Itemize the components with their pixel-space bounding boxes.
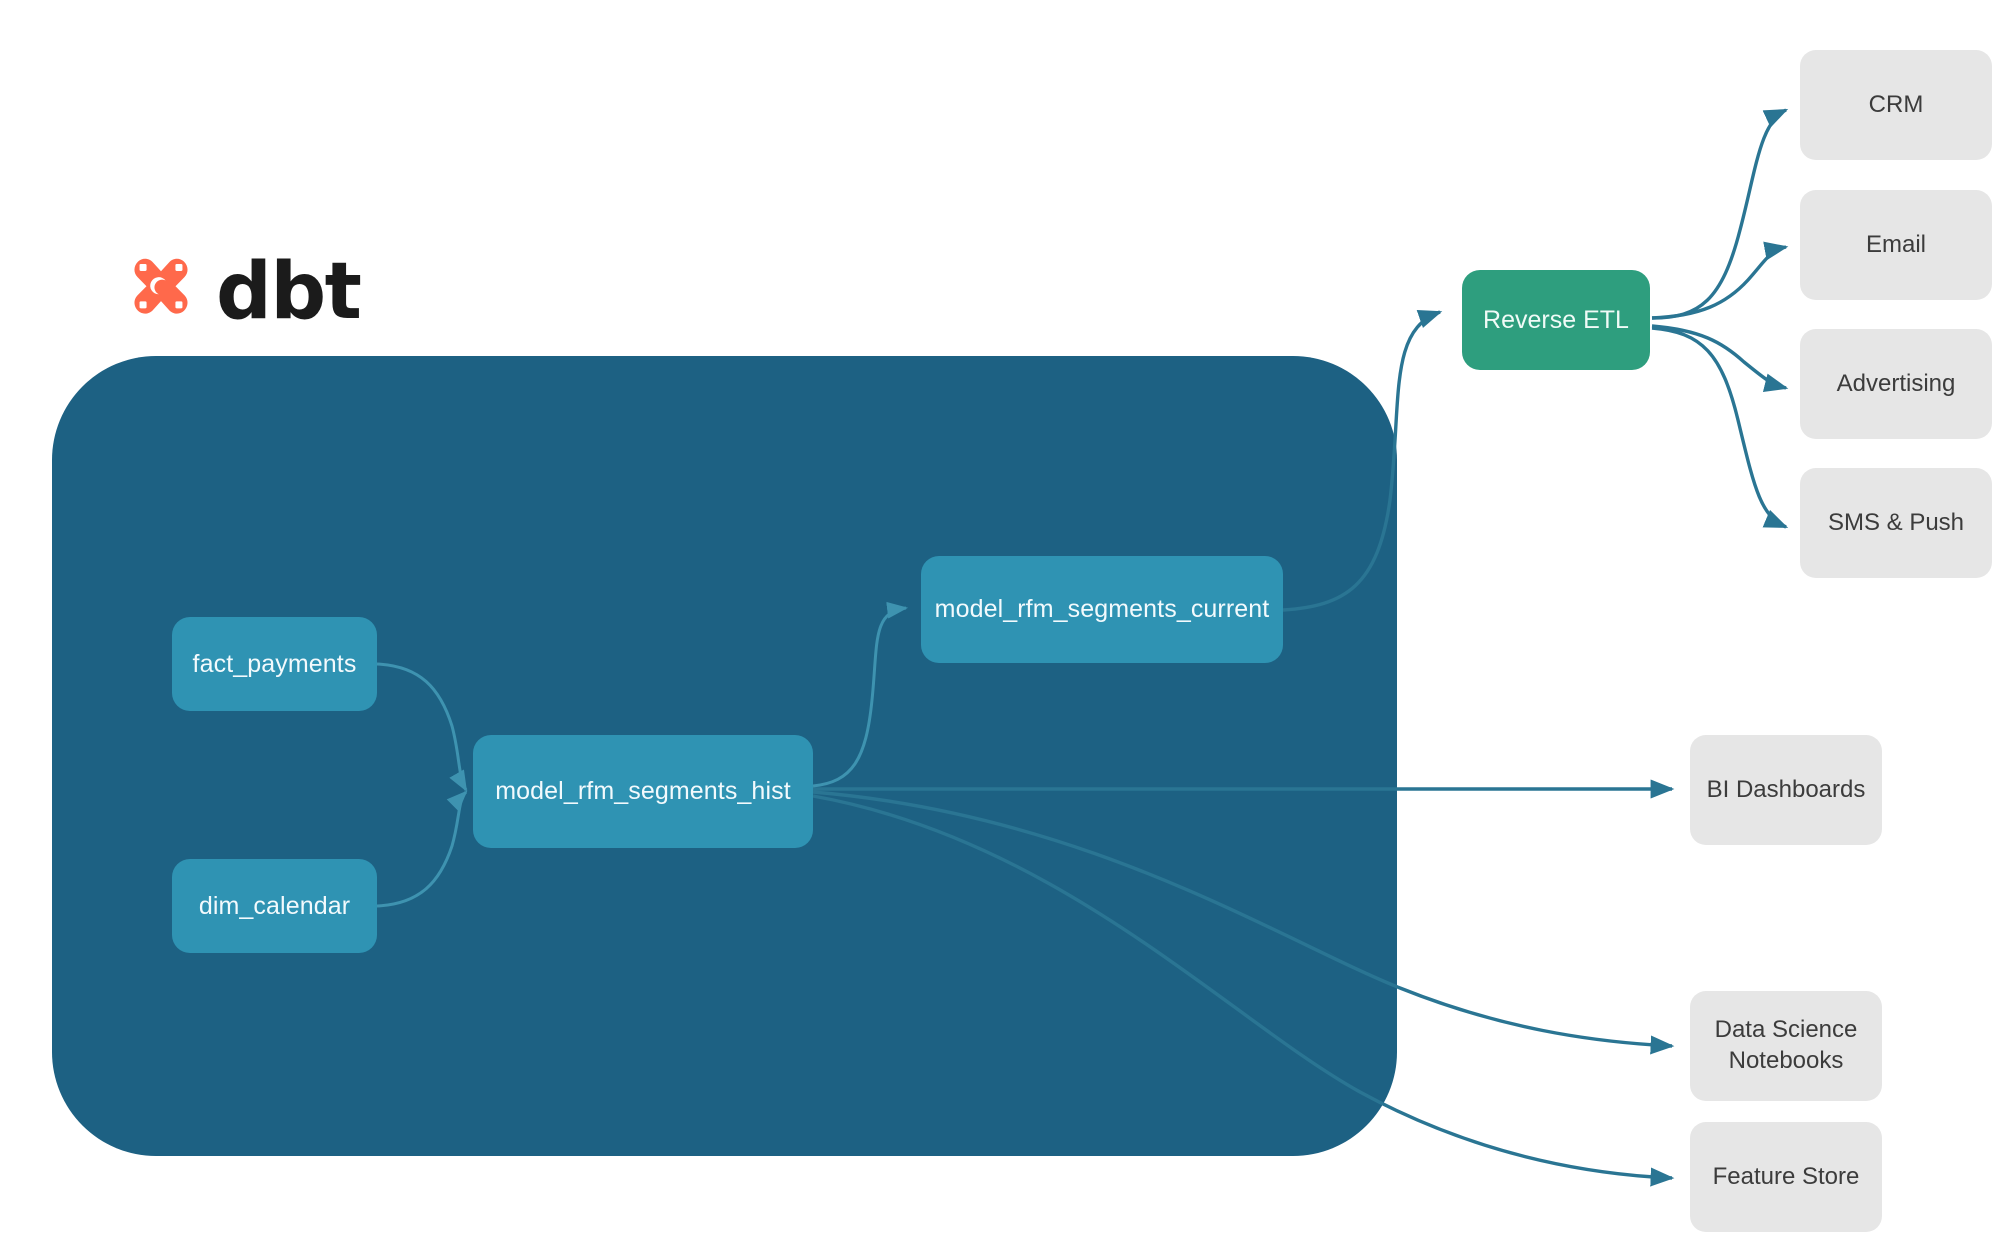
node-dim-calendar[interactable] (172, 859, 377, 953)
node-reverse-etl[interactable] (1462, 270, 1650, 370)
node-model-rfm-segments-hist[interactable] (473, 735, 813, 848)
node-model-rfm-segments-current[interactable] (921, 556, 1283, 663)
dbt-wordmark: dbt (216, 247, 362, 337)
node-fact-payments[interactable] (172, 617, 377, 711)
node-feature-store[interactable] (1690, 1122, 1882, 1232)
node-label-line: Notebooks (1728, 1047, 1844, 1074)
edge-reverse-etl-to-sms-and-push (1651, 326, 1789, 529)
node-label-advertising: Advertising (1836, 369, 1956, 397)
edge-reverse-etl-to-email (1651, 241, 1789, 320)
node-label-bi-dashboards: BI Dashboards (1706, 775, 1866, 803)
node-label-fact-payments: fact_payments (192, 649, 357, 678)
node-label-dim-calendar: dim_calendar (198, 891, 351, 920)
edge-hist-to-data-science-notebooks (812, 790, 1675, 1055)
node-label-email: Email (1865, 230, 1926, 258)
edge-current-to-reverse-etl (1282, 310, 1443, 612)
edge-reverse-etl-to-crm (1651, 108, 1789, 320)
node-label-model-rfm-segments-hist: model_rfm_segments_hist (495, 777, 791, 805)
node-bi-dashboards[interactable] (1690, 735, 1882, 845)
node-sms-and-push[interactable] (1800, 468, 1992, 578)
edge-dim-calendar-to-hist (376, 790, 468, 908)
node-label-reverse-etl: Reverse ETL (1483, 305, 1629, 334)
node-label-crm: CRM (1868, 90, 1924, 118)
node-crm[interactable] (1800, 50, 1992, 160)
edge-hist-to-feature-store (812, 794, 1675, 1187)
node-advertising[interactable] (1800, 329, 1992, 439)
node-label-line: Data Science (1714, 1016, 1858, 1044)
node-label-model-rfm-segments-current: model_rfm_segments_current (934, 595, 1270, 623)
edge-reverse-etl-to-advertising (1651, 324, 1789, 393)
node-data-science-notebooks[interactable] (1690, 991, 1882, 1101)
dbt-brand-lockup: dbt (122, 247, 362, 337)
node-label-data-science-notebooks: Data Science Notebooks (1690, 991, 1882, 1101)
dbt-x-logo-icon (134, 258, 188, 314)
edge-hist-to-current (812, 601, 909, 788)
node-label-sms-and-push: SMS & Push (1827, 508, 1965, 536)
node-email[interactable] (1800, 190, 1992, 300)
edge-fact-payments-to-hist (376, 662, 468, 792)
node-label-feature-store: Feature Store (1712, 1162, 1860, 1190)
